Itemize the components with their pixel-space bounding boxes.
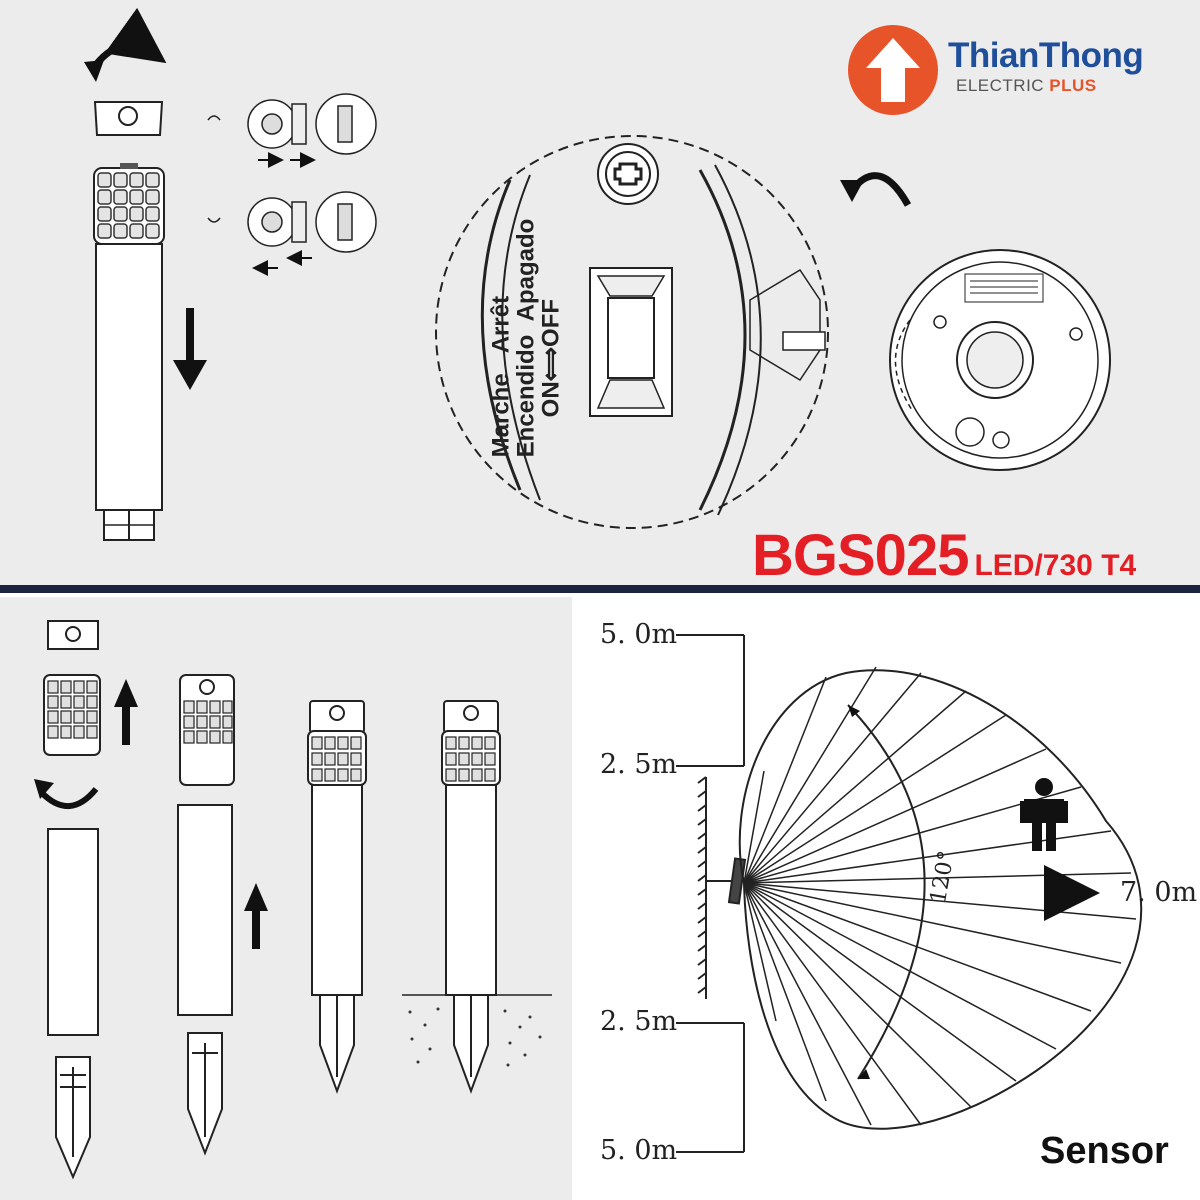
person-icon: [1020, 778, 1068, 851]
down-arrow-icon: [173, 308, 207, 390]
detection-zone: [738, 669, 1143, 1130]
wall: [697, 776, 707, 999]
label-off: OFF: [537, 298, 565, 347]
rotate-arrow-icon: [39, 787, 99, 810]
up-arrow-icon: [114, 679, 138, 745]
brand-sub-accent: PLUS: [1049, 76, 1097, 95]
lamp-body: [95, 243, 163, 511]
soil-dots: [408, 1007, 542, 1067]
sensor-label: Sensor: [1040, 1130, 1169, 1172]
height-bottom-label: 5. 0m: [600, 1135, 678, 1166]
height-upper-label: 2. 5m: [600, 749, 678, 780]
sensor-label-box: [1020, 1110, 1185, 1192]
switch-detail: [435, 135, 829, 529]
label-apagado: Apagado: [512, 218, 540, 322]
assembly-panel: [0, 597, 572, 1200]
sensor-device: [706, 857, 747, 905]
battery-compartment: [889, 249, 1111, 471]
label-arret: Arrêt: [487, 295, 515, 354]
top-diagram: [84, 7, 1111, 541]
section-divider: [0, 585, 1200, 593]
assembly-step-4: [441, 700, 501, 1094]
battery-step-1: [207, 93, 377, 155]
brand-sub-main: ELECTRIC: [956, 76, 1050, 95]
brand-name: ThianThong: [948, 36, 1144, 75]
battery-arrows-out: [252, 250, 312, 276]
assembly-diagram: [34, 620, 552, 1180]
brand-subtitle: ELECTRIC PLUS: [956, 76, 1097, 96]
label-on: ON: [537, 381, 565, 418]
lamp-head: [93, 163, 165, 245]
model-suffix: LED/730 T4: [974, 549, 1137, 582]
battery-step-2: [207, 191, 377, 253]
arrow-up-circle-icon: [848, 25, 938, 115]
installation-top-panel: Marche Arrêt Encendido Apagado ON⟺OFF Th…: [0, 0, 1200, 588]
switch-labels-on: Marche Arrêt Encendido Apagado ON⟺OFF: [487, 218, 565, 458]
height-top-label: 5. 0m: [600, 619, 678, 650]
model-code: BGS025: [752, 523, 969, 588]
label-encendido: Encendido: [512, 334, 540, 458]
assembly-step-3: [307, 700, 367, 1094]
sensor-range-panel: 5. 0m 2. 5m 2. 5m 5. 0m 7. 0m 120°: [576, 601, 1200, 1200]
height-lower-label: 2. 5m: [600, 1006, 678, 1037]
up-arrow-icon: [244, 883, 268, 949]
sensor-range-diagram: [676, 634, 1143, 1153]
assembly-step-2: [177, 674, 235, 1156]
label-marche: Marche: [487, 373, 515, 458]
lamp-cap: [93, 101, 164, 136]
range-label: 7. 0m: [1120, 877, 1198, 908]
height-dimension-lines: [676, 634, 745, 1153]
assembly-step-1: [43, 620, 101, 1180]
angle-arc: [847, 704, 926, 1080]
